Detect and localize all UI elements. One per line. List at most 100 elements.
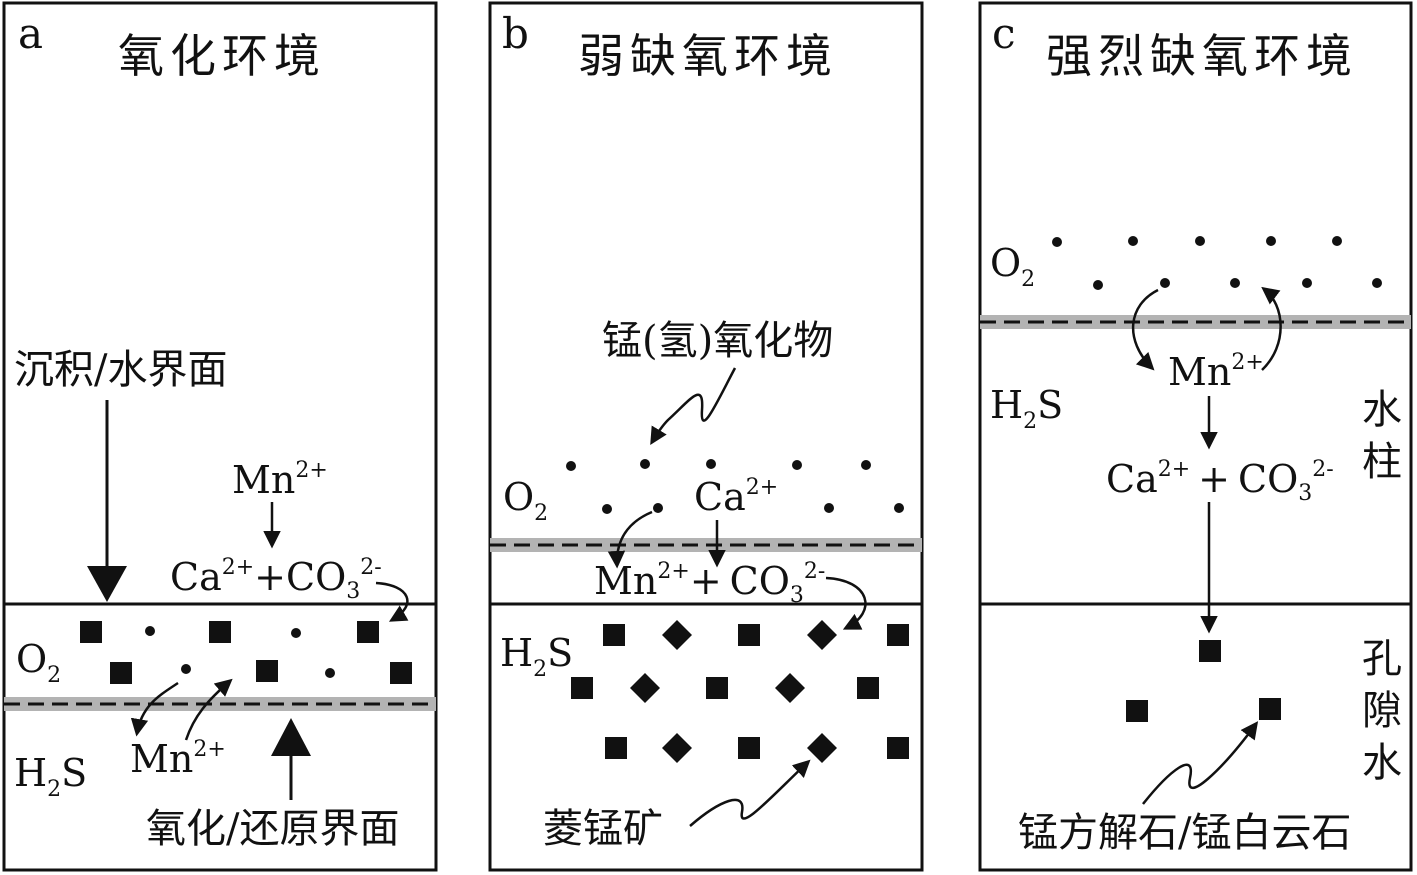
panel-b-minerals	[571, 620, 909, 763]
mn-carbonate-square	[80, 621, 102, 643]
panel-c-minerals	[1126, 640, 1281, 722]
mn-calcite-square	[1259, 698, 1281, 720]
mn-calcite-square	[1126, 700, 1148, 722]
rhodochrosite-diamond	[630, 673, 660, 703]
mn-carbonate-square	[256, 660, 278, 682]
mn-oxide-dot	[325, 668, 335, 678]
panel-a-frame	[2, 1, 438, 872]
pore-water-char-1: 孔	[1362, 636, 1402, 682]
panel-c-title: 强烈缺氧环境	[1046, 29, 1358, 83]
panel-a-o2: O2	[16, 637, 61, 688]
panel-b-letter: b	[502, 9, 529, 58]
mn-oxides-squiggle-arrow	[650, 367, 737, 446]
mn-oxides-label: 锰(氢)氧化物	[602, 318, 833, 364]
mn-oxide-dot	[1266, 236, 1276, 246]
mn-oxide-dot	[653, 503, 663, 513]
panel-a-mn-top: Mn2+	[232, 458, 328, 502]
panel-a-particles	[80, 621, 412, 684]
rhodochrosite-diamond	[662, 733, 692, 763]
mn-oxide-dot	[706, 459, 716, 469]
panel-a-curve-arrow-down	[130, 681, 179, 737]
panel-c-mn-to-oxide-arrow	[1261, 286, 1282, 371]
panel-b: b 弱缺氧环境 锰(氢)氧化物 O2 Ca2+ Mn2++CO32- H2S	[488, 1, 924, 872]
mn-oxide-dot	[145, 626, 155, 636]
rhodochrosite-diamond	[775, 673, 805, 703]
panel-b-ca: Ca2+	[694, 475, 778, 519]
sediment-water-arrowhead	[87, 566, 127, 602]
panel-c: c 强烈缺氧环境 O2 Mn2+ H2S Ca2++CO32- 水 柱 孔 隙 …	[978, 1, 1413, 872]
panel-c-dot-to-mn-arrow	[1131, 288, 1159, 371]
panel-c-mn: Mn2+	[1168, 350, 1264, 394]
mn-oxide-dot	[1160, 278, 1170, 288]
mn-oxide-dot	[792, 460, 802, 470]
panel-b-frame	[488, 1, 924, 872]
mn-oxide-dot	[566, 461, 576, 471]
mn-calcite-square	[1199, 640, 1221, 662]
rhodochrosite-squiggle-arrow	[689, 759, 811, 827]
rhodochrosite-square	[857, 677, 879, 699]
panel-b-title: 弱缺氧环境	[578, 29, 838, 83]
mn-oxide-dot	[1195, 236, 1205, 246]
mn-minerals-label: 锰方解石/锰白云石	[1018, 810, 1351, 856]
rhodochrosite-diamond	[662, 620, 692, 650]
panel-a-curved-arrow-to-sediment	[375, 581, 409, 622]
mn-oxide-dot	[291, 628, 301, 638]
panel-b-curved-arrow-to-sediment	[825, 576, 867, 630]
mn-oxide-dot	[1230, 278, 1240, 288]
panel-c-o2: O2	[990, 241, 1035, 292]
panel-c-oxide-dots	[1052, 236, 1382, 290]
panel-a-curve-arrow-up	[184, 678, 233, 741]
rhodochrosite-diamond	[807, 733, 837, 763]
panel-a-ca-co3: Ca2++CO32-	[170, 555, 382, 604]
mn-oxide-dot	[1332, 236, 1342, 246]
panel-a-title: 氧化环境	[118, 29, 326, 83]
mn-oxide-dot	[1093, 280, 1103, 290]
panel-c-letter: c	[992, 9, 1016, 58]
panel-b-dot-to-mn-arrow	[607, 510, 653, 569]
mn-oxide-dot	[1372, 278, 1382, 288]
mn-minerals-squiggle-arrow	[1142, 721, 1259, 805]
rhodochrosite-square	[738, 737, 760, 759]
panel-b-o2: O2	[503, 475, 548, 526]
panel-a-mn-bottom: Mn2+	[130, 737, 226, 781]
mn-oxide-dot	[1302, 278, 1312, 288]
rhodochrosite-square	[603, 624, 625, 646]
water-column-char-1: 水	[1362, 387, 1402, 433]
redox-interface-label: 氧化/还原界面	[146, 806, 399, 852]
mn-oxide-dot	[640, 459, 650, 469]
pore-water-char-2: 隙	[1362, 688, 1402, 734]
mn-oxide-dot	[602, 504, 612, 514]
panel-a: a 氧化环境 沉积/水界面 Mn2+ Ca2++CO32- O2 H2S Mn2…	[2, 1, 438, 872]
panel-a-letter: a	[18, 9, 43, 58]
rhodochrosite-square	[887, 737, 909, 759]
panel-c-redox-band	[980, 315, 1411, 329]
mn-carbonate-square	[357, 621, 379, 643]
panel-c-h2s: H2S	[990, 383, 1063, 434]
rhodochrosite-square	[571, 677, 593, 699]
panel-b-h2s: H2S	[500, 631, 573, 682]
redox-arrowhead	[271, 718, 311, 756]
mn-carbonate-square	[390, 662, 412, 684]
panel-b-oxide-dots	[566, 459, 904, 514]
rhodochrosite-diamond	[807, 620, 837, 650]
mn-oxide-dot	[824, 503, 834, 513]
rhodochrosite-square	[605, 737, 627, 759]
pore-water-char-3: 水	[1362, 740, 1402, 786]
rhodochrosite-label: 菱锰矿	[543, 806, 663, 852]
mn-oxide-dot	[1052, 237, 1062, 247]
rhodochrosite-square	[887, 624, 909, 646]
rhodochrosite-square	[706, 677, 728, 699]
mn-oxide-dot	[894, 503, 904, 513]
water-column-char-2: 柱	[1362, 439, 1402, 485]
mn-carbonate-square	[209, 621, 231, 643]
panel-b-mn-co3: Mn2++CO32-	[594, 559, 825, 608]
mn-oxide-dot	[861, 460, 871, 470]
mn-oxide-dot	[181, 664, 191, 674]
panel-c-ca-co3: Ca2++CO32-	[1106, 457, 1334, 506]
panel-a-h2s: H2S	[14, 751, 87, 802]
mn-oxide-dot	[1128, 236, 1138, 246]
rhodochrosite-square	[738, 624, 760, 646]
sediment-water-interface-label: 沉积/水界面	[14, 347, 227, 393]
mn-carbonate-square	[110, 662, 132, 684]
